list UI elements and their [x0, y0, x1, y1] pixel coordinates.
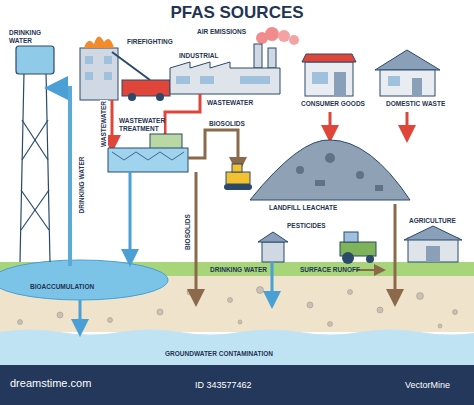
part-label: INDUSTRIAL: [178, 52, 219, 60]
part-label: BIOSOLIDS: [208, 120, 246, 128]
part-label: DRINKING WATER: [78, 156, 86, 215]
part-label: AIR EMISSIONS: [196, 28, 247, 36]
part-label: DRINKING WATER: [8, 29, 50, 45]
watermark: dreamstime.com: [10, 377, 91, 390]
part-label: FIREFIGHTING: [126, 38, 174, 46]
part-label: DRINKING WATER: [210, 266, 267, 274]
part-label: WASTEWATER TREATMENT: [118, 117, 164, 133]
part-label: WASTEWATER: [206, 99, 254, 107]
part-label: PESTICIDES: [286, 222, 327, 230]
part-label: DOMESTIC WASTE: [385, 100, 446, 108]
title: PFAS SOURCES: [0, 3, 474, 23]
part-label: CONSUMER GOODS: [300, 100, 366, 108]
part-label: WASTEWATER: [100, 100, 108, 148]
part-label: LANDFILL LEACHATE: [268, 204, 338, 212]
part-label: AGRICULTURE: [408, 217, 457, 225]
watermark: ID 343577462: [195, 380, 252, 391]
watermark: VectorMine: [405, 380, 450, 391]
part-label: GROUNDWATER CONTAMINATION: [165, 350, 273, 358]
part-label: SURFACE RUNOFF: [300, 266, 360, 274]
part-label: BIOACCUMULATION: [30, 283, 94, 291]
part-label: BIOSOLIDS: [184, 213, 192, 251]
